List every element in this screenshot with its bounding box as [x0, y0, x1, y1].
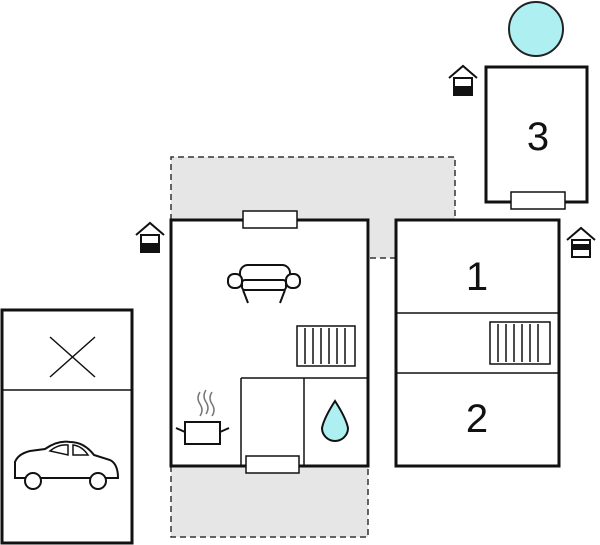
window-icon [510, 191, 566, 210]
terrace-top [170, 156, 456, 259]
pool-icon [508, 1, 564, 57]
house-icon [448, 64, 478, 96]
room-label-3: 3 [527, 115, 549, 159]
room-label-2: 2 [466, 397, 488, 441]
terrace-bottom [170, 466, 369, 538]
cooking-pot-icon [175, 389, 230, 445]
house-icon [566, 226, 596, 258]
radiator-icon [489, 321, 551, 365]
water-drop-icon [320, 399, 350, 442]
garage [0, 308, 134, 545]
window-icon [245, 455, 300, 474]
room-label-1: 1 [466, 255, 488, 299]
car-icon [14, 440, 120, 490]
sofa-icon [227, 264, 301, 304]
radiator-icon [296, 325, 356, 367]
window-icon [242, 210, 298, 229]
cross-icon [49, 336, 96, 378]
house-icon [135, 221, 165, 253]
